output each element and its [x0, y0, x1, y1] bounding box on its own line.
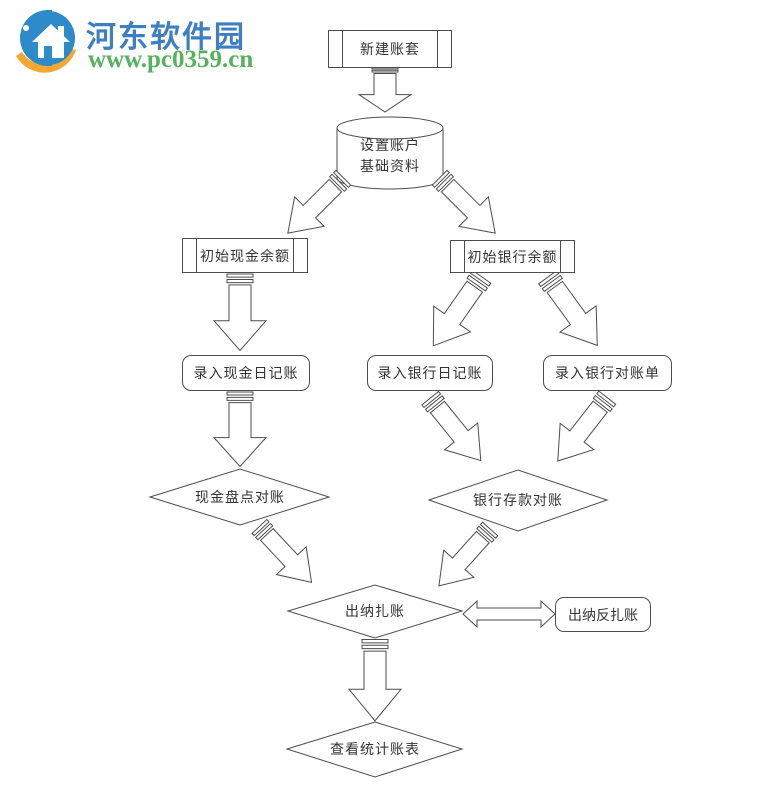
watermark: 河东软件园 www.pc0359.cn: [6, 4, 326, 82]
arrow-bankreconcile-to-closing: [423, 515, 506, 600]
node-enter-cash-journal-label: 录入现金日记账: [193, 365, 299, 381]
node-enter-bank-journal: 录入银行日记账: [367, 355, 493, 391]
arrow-cashjournal-to-cashcount: [213, 391, 267, 467]
node-enter-cash-journal: 录入现金日记账: [182, 355, 310, 391]
site-url: www.pc0359.cn: [88, 46, 254, 73]
node-initial-cash-balance: 初始现金余额: [182, 238, 308, 273]
node-enter-bank-statement: 录入银行对账单: [543, 355, 672, 391]
node-enter-bank-journal-label: 录入银行日记账: [377, 365, 483, 381]
arrow-initbank-to-bankstatement: [529, 263, 616, 359]
arrow-cashcount-to-closing: [244, 512, 327, 597]
arrow-bankstatement-to-bankreconcile: [540, 384, 625, 475]
node-initial-bank-balance: 初始银行余额: [450, 240, 575, 273]
diamond-cashier-closing: [286, 584, 464, 639]
node-initial-cash-balance-label: 初始现金余额: [200, 247, 290, 264]
arrow-bankjournal-to-bankreconcile: [413, 384, 498, 475]
node-cashier-reverse-closing-label: 出纳反扎账: [568, 606, 638, 623]
node-initial-bank-balance-label: 初始银行余额: [467, 248, 558, 265]
cylinder-shape: [336, 116, 444, 190]
node-new-account-set-label: 新建账套: [360, 41, 420, 57]
node-enter-bank-statement-label: 录入银行对账单: [555, 365, 660, 381]
node-cashier-reverse-closing: 出纳反扎账: [555, 597, 651, 632]
arrow-closing-reverse-double: [462, 599, 556, 629]
diamond-view-statistic-reports: [285, 721, 464, 778]
site-logo: [16, 10, 76, 73]
diamond-bank-deposit-reconcile: [427, 469, 609, 532]
arrow-closing-to-reports: [348, 639, 402, 722]
node-new-account-set: 新建账套: [328, 30, 452, 68]
arrow-initcash-to-cashjournal: [213, 273, 267, 351]
diamond-cash-count-reconcile: [148, 468, 331, 526]
arrow-new-to-setup: [358, 66, 412, 113]
site-name: 河东软件园: [86, 21, 246, 54]
arrow-initbank-to-bankjournal: [414, 263, 501, 360]
